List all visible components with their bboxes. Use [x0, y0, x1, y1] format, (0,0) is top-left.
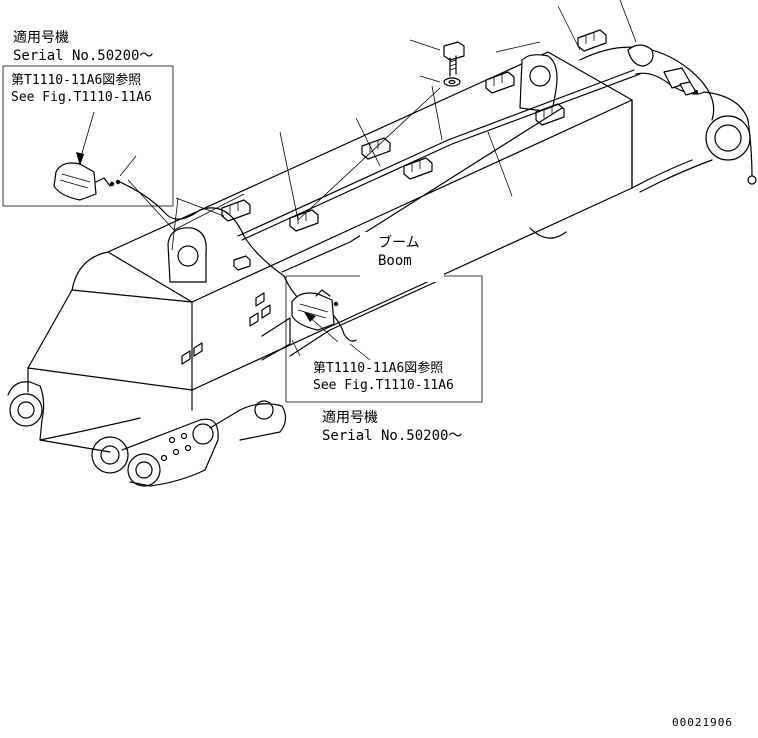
part-name-jp: ブーム: [378, 234, 420, 251]
serial-number-bottom: Serial No.50200～: [322, 428, 462, 444]
wiring-harness: [119, 44, 757, 357]
leader-lines: [76, 0, 637, 361]
figure-reference-en-bottom: See Fig.T1110-11A6: [313, 378, 454, 393]
bolt-icon: [443, 41, 465, 77]
figure-reference-en-top: See Fig.T1110-11A6: [11, 90, 152, 105]
serial-number-top: Serial No.50200～: [13, 48, 153, 64]
applicable-label-bottom: 適用号機: [322, 409, 378, 426]
cylinder-brackets: [167, 54, 558, 283]
applicable-label-top: 適用号機: [13, 29, 69, 46]
figure-reference-jp-top: 第T1110-11A6図参照: [11, 72, 141, 88]
reference-frame-top: [2, 65, 174, 207]
work-lamp-icon: [291, 289, 339, 331]
hose-clamps: [221, 29, 607, 271]
figure-reference-jp-bottom: 第T1110-11A6図参照: [313, 360, 443, 376]
drawing-number: 00021906: [672, 716, 733, 729]
label-backdrop: [360, 232, 444, 282]
part-name-en: Boom: [378, 253, 412, 269]
work-lamp-icon: [53, 162, 121, 201]
washer-icon: [443, 77, 461, 87]
